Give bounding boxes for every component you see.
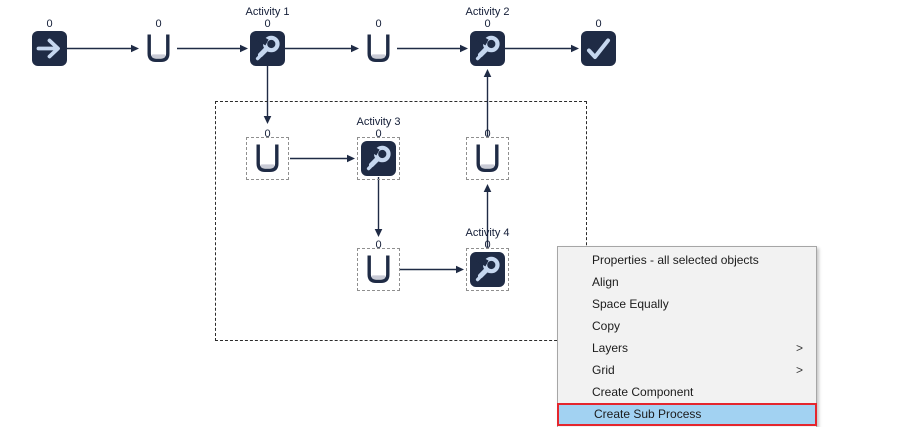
node-name-text: Activity 1 [245,6,290,18]
menu-item-label: Space Equally [592,297,669,311]
menu-item-label: Create Sub Process [594,407,702,421]
node-label: 0 [99,18,219,30]
wrench-icon [475,34,500,61]
menu-item-label: Align [592,275,619,289]
node-count-text: 0 [375,18,382,30]
node-end[interactable] [581,31,616,66]
node-selection-box [357,248,400,291]
arrow-right-icon [36,38,60,59]
submenu-chevron-icon: > [795,341,803,355]
node-activity-1[interactable] [250,31,285,66]
node-activity-4[interactable] [470,252,505,287]
node-queue-3[interactable] [250,141,285,176]
menu-item-copy[interactable]: Copy [558,315,816,337]
submenu-chevron-icon: > [795,363,803,377]
menu-item-space-equally[interactable]: Space Equally [558,293,816,315]
node-square [581,31,616,66]
menu-item-label: Properties - all selected objects [592,253,759,267]
node-name-text: Activity 4 [465,227,510,239]
queue-icon [367,34,390,62]
node-name-text: Activity 3 [356,116,401,128]
node-label: 0 [0,18,110,30]
menu-item-align[interactable]: Align [558,271,816,293]
node-name-text: Activity 2 [465,6,510,18]
node-start[interactable] [32,31,67,66]
node-queue-2[interactable] [361,31,396,66]
menu-item-properties-all-selected-objects[interactable]: Properties - all selected objects [558,249,816,271]
connector-arrow [285,44,359,53]
menu-item-label: Layers [592,341,629,355]
node-count-text: 0 [484,128,491,140]
wrench-icon [366,144,391,171]
node-queue-5[interactable] [361,252,396,287]
node-selection-box [357,137,400,180]
node-activity-3[interactable] [361,141,396,176]
connector-arrow [177,44,248,53]
connector-arrow [505,44,579,53]
node-selection-box [246,137,289,180]
node-label: 0 [319,18,439,30]
check-icon [587,38,610,59]
selection-rectangle [215,101,587,341]
menu-item-label: Grid [592,363,615,377]
menu-item-label: Copy [592,319,621,333]
node-count-text: 0 [264,18,271,30]
node-label: 0 [208,128,328,140]
node-count-text: 0 [375,128,382,140]
node-count-text: 0 [484,18,491,30]
menu-item-create-sub-process[interactable]: Create Sub Process [557,403,817,426]
node-activity-2[interactable] [470,31,505,66]
node-count-text: 0 [484,239,491,251]
queue-icon [476,144,499,172]
node-count-text: 0 [46,18,53,30]
menu-item-layers[interactable]: Layers > [558,337,816,359]
wrench-icon [475,255,500,282]
menu-item-create-component[interactable]: Create Component [558,381,816,403]
node-count-text: 0 [595,18,602,30]
node-label: 0 [539,18,659,30]
connector-arrow [67,44,139,53]
node-count-text: 0 [264,128,271,140]
connector-arrow [397,44,468,53]
queue-icon [147,34,170,62]
node-count-text: 0 [375,239,382,251]
node-count-text: 0 [155,18,162,30]
node-queue-1[interactable] [141,31,176,66]
node-selection-box [466,137,509,180]
node-label: 0 [428,128,548,140]
node-queue-4[interactable] [470,141,505,176]
queue-icon [367,255,390,283]
wrench-icon [255,34,280,61]
node-selection-box [466,248,509,291]
node-label: 0 [319,239,439,251]
queue-icon [256,144,279,172]
menu-item-grid[interactable]: Grid > [558,359,816,381]
menu-item-label: Create Component [592,385,694,399]
